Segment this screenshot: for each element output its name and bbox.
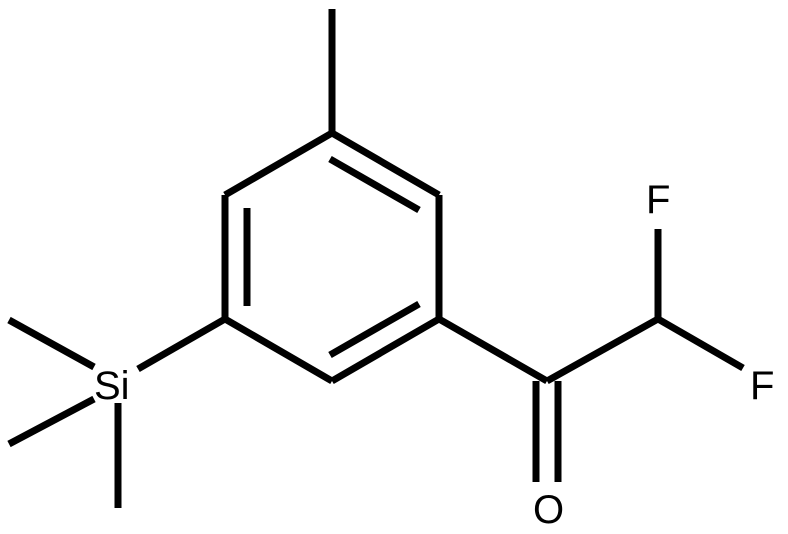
silicon-label: Si [94,364,130,408]
silicon-methyl-bond-lower [7,395,96,448]
cf2-to-fluorine-right-bond [656,315,745,372]
ring-bond-top-right [330,129,441,199]
ring-bond-bottom-left [223,315,334,385]
ring-bond-bottom-right-inner [328,300,421,359]
carbonyl-to-cf2-bond [545,315,660,385]
fluorine-right-label: F [750,364,774,408]
ring-to-carbonyl-bond [437,315,549,385]
silicon-methyl-bond-upper [7,316,96,371]
ring-bond-bottom-right [330,315,441,385]
ring-bond-top-right-inner [328,155,421,214]
ring-to-silicon-bond [136,315,227,373]
ring-bond-top-left [223,129,334,199]
oxygen-label: O [533,488,564,532]
fluorine-top-label: F [646,178,670,222]
